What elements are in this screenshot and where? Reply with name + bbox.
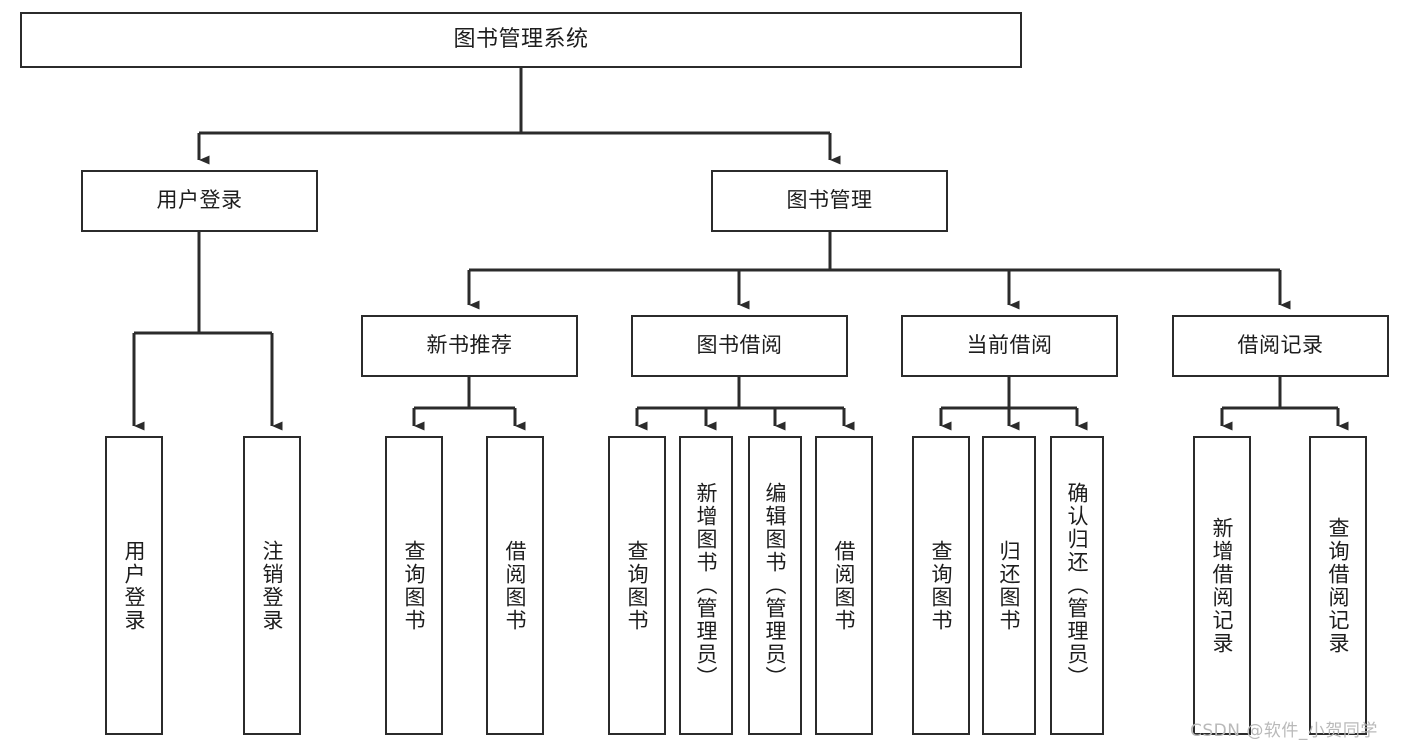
node-leaf-query-book-2[interactable]: 查询图书 bbox=[608, 436, 666, 735]
node-root-label: 图书管理系统 bbox=[453, 26, 589, 52]
node-current-borrow-label: 当前借阅 bbox=[966, 333, 1053, 358]
node-leaf-logout-login[interactable]: 注销登录 bbox=[243, 436, 301, 735]
node-leaf-logout-login-label: 注销登录 bbox=[260, 539, 285, 632]
node-leaf-add-book[interactable]: 新增图书（管理员） bbox=[679, 436, 733, 735]
node-leaf-edit-book[interactable]: 编辑图书（管理员） bbox=[748, 436, 802, 735]
node-leaf-borrow-book-1-label: 借阅图书 bbox=[503, 539, 528, 632]
node-book-borrow-label: 图书借阅 bbox=[696, 333, 783, 358]
node-user-login[interactable]: 用户登录 bbox=[81, 170, 318, 232]
node-new-book-recommend-label: 新书推荐 bbox=[426, 333, 513, 358]
node-new-book-recommend[interactable]: 新书推荐 bbox=[361, 315, 578, 377]
node-leaf-add-record[interactable]: 新增借阅记录 bbox=[1193, 436, 1251, 735]
node-leaf-query-book-3-label: 查询图书 bbox=[929, 539, 954, 632]
node-leaf-query-book-2-label: 查询图书 bbox=[625, 539, 650, 632]
node-leaf-edit-book-label: 编辑图书（管理员） bbox=[763, 482, 788, 689]
node-leaf-return-book[interactable]: 归还图书 bbox=[982, 436, 1036, 735]
node-leaf-query-record-label: 查询借阅记录 bbox=[1326, 516, 1351, 655]
node-borrow-record[interactable]: 借阅记录 bbox=[1172, 315, 1389, 377]
node-leaf-add-record-label: 新增借阅记录 bbox=[1210, 516, 1235, 655]
node-leaf-borrow-book-2[interactable]: 借阅图书 bbox=[815, 436, 873, 735]
node-leaf-user-login-label: 用户登录 bbox=[122, 539, 147, 632]
node-book-manage[interactable]: 图书管理 bbox=[711, 170, 948, 232]
node-leaf-confirm-return-label: 确认归还（管理员） bbox=[1065, 482, 1090, 689]
node-book-manage-label: 图书管理 bbox=[786, 188, 873, 213]
node-leaf-borrow-book-2-label: 借阅图书 bbox=[832, 539, 857, 632]
node-leaf-borrow-book-1[interactable]: 借阅图书 bbox=[486, 436, 544, 735]
node-leaf-query-book-3[interactable]: 查询图书 bbox=[912, 436, 970, 735]
node-leaf-query-record[interactable]: 查询借阅记录 bbox=[1309, 436, 1367, 735]
node-leaf-return-book-label: 归还图书 bbox=[997, 539, 1022, 632]
node-borrow-record-label: 借阅记录 bbox=[1237, 333, 1324, 358]
node-leaf-user-login[interactable]: 用户登录 bbox=[105, 436, 163, 735]
node-leaf-query-book-1-label: 查询图书 bbox=[402, 539, 427, 632]
node-current-borrow[interactable]: 当前借阅 bbox=[901, 315, 1118, 377]
node-leaf-confirm-return[interactable]: 确认归还（管理员） bbox=[1050, 436, 1104, 735]
node-root[interactable]: 图书管理系统 bbox=[20, 12, 1022, 68]
node-leaf-add-book-label: 新增图书（管理员） bbox=[694, 482, 719, 689]
node-leaf-query-book-1[interactable]: 查询图书 bbox=[385, 436, 443, 735]
node-book-borrow[interactable]: 图书借阅 bbox=[631, 315, 848, 377]
node-user-login-label: 用户登录 bbox=[156, 188, 243, 213]
